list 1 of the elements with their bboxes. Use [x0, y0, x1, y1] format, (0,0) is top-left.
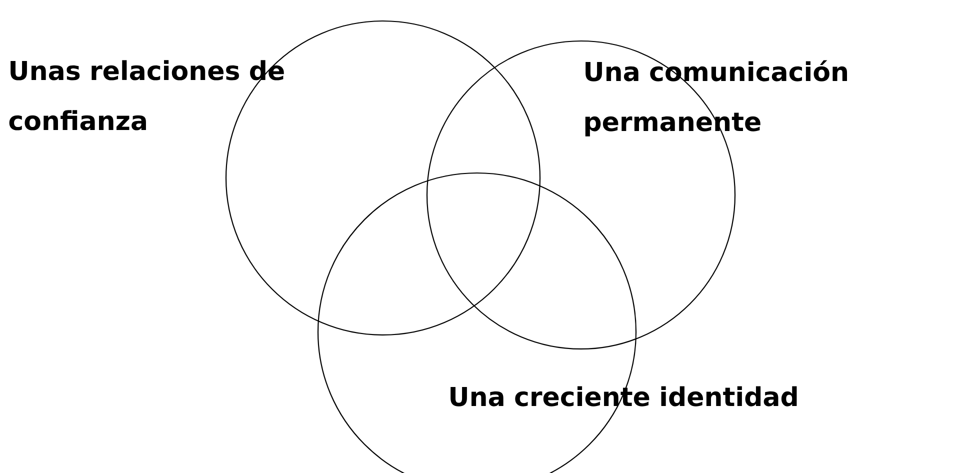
node-label: confianza [9, 110, 146, 130]
